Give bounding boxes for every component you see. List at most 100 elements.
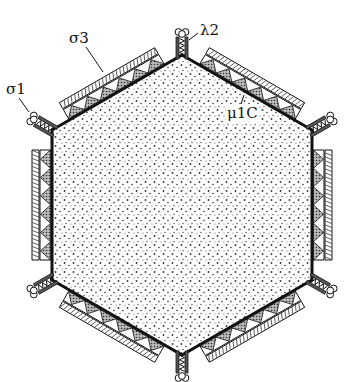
mu1c-triangle <box>69 106 85 119</box>
vertex-spike <box>175 351 189 381</box>
edge-panel <box>59 48 164 119</box>
mu1c-triangle <box>314 223 324 241</box>
sigma3-layer <box>206 301 305 362</box>
hatch <box>326 177 332 180</box>
sigma3-layer <box>59 301 158 362</box>
hatch <box>288 309 290 315</box>
mu1c-triangle <box>132 69 148 82</box>
leader-line <box>241 95 244 104</box>
hatch <box>33 219 39 222</box>
mu1c-triangle <box>116 78 132 91</box>
hatch <box>326 237 332 240</box>
hatch <box>122 339 127 343</box>
vertex-spike <box>27 112 59 137</box>
mu1c-triangle <box>100 310 116 323</box>
hatch <box>257 79 262 83</box>
mu1c-triangle <box>41 168 51 186</box>
sigma3-layer <box>325 150 332 260</box>
sigma1-knob <box>179 31 186 38</box>
hatch <box>285 95 290 99</box>
hatch <box>260 325 262 331</box>
hatch <box>326 233 332 236</box>
hatch <box>33 235 39 238</box>
capsid-shell <box>27 29 337 382</box>
hatch <box>33 191 39 194</box>
hatch <box>264 83 269 87</box>
hatch <box>137 58 139 64</box>
lambda2-wall <box>176 37 179 59</box>
hatch <box>254 77 259 81</box>
hatch <box>33 247 39 250</box>
hatch <box>253 329 255 335</box>
mu1c-triangle <box>248 310 264 323</box>
hatch <box>250 331 252 337</box>
hatch <box>236 67 241 71</box>
hatch <box>78 92 80 98</box>
mu1c-layer <box>63 55 164 120</box>
hatch <box>130 62 132 68</box>
sigma1-knob <box>30 116 37 123</box>
hatch <box>92 84 94 90</box>
hatch <box>274 89 279 93</box>
lambda2-wall <box>185 37 188 59</box>
hatch <box>246 333 248 339</box>
hatch <box>98 325 103 329</box>
hatch <box>209 51 214 55</box>
sigma1-knob <box>327 287 334 294</box>
hatch <box>326 165 332 168</box>
mu1c-triangle <box>314 168 324 186</box>
hatch <box>74 311 79 315</box>
hatch <box>326 209 332 212</box>
edge-panel <box>313 150 332 260</box>
leader-line <box>86 47 103 72</box>
hatch <box>33 171 39 174</box>
hatch <box>267 321 269 327</box>
part-label: σ3 <box>68 29 90 47</box>
part-label: λ2 <box>199 21 220 39</box>
hatch <box>229 63 234 67</box>
mu1c-triangle <box>41 223 51 241</box>
hatch <box>295 101 300 105</box>
mu1c-triangle <box>314 205 324 223</box>
hatch <box>81 90 83 96</box>
hatch <box>116 335 121 339</box>
hatch <box>257 327 259 333</box>
hatch <box>33 231 39 234</box>
hatch <box>281 313 283 319</box>
mu1c-triangle <box>200 60 216 73</box>
hatch <box>233 65 238 69</box>
hatch <box>326 241 332 244</box>
hatch <box>326 221 332 224</box>
mu1c-triangle <box>280 106 296 119</box>
hatch <box>236 339 238 345</box>
hatch <box>33 155 39 158</box>
core <box>52 55 312 355</box>
hatch <box>123 66 125 72</box>
mu1c-triangle <box>41 242 51 260</box>
hatch <box>222 347 224 353</box>
hatch <box>126 341 131 345</box>
hatch <box>70 309 75 313</box>
hatch <box>326 193 332 196</box>
sigma1-knob <box>179 373 186 380</box>
hatch <box>67 307 72 311</box>
coil <box>39 278 56 290</box>
mu1c-triangle <box>200 337 216 350</box>
hatch <box>278 91 283 95</box>
hatch <box>147 353 152 357</box>
hatch <box>278 315 280 321</box>
hatch <box>60 303 65 307</box>
hatch <box>33 239 39 242</box>
hatch <box>112 333 117 337</box>
hatch <box>33 211 39 214</box>
hatch <box>219 57 224 61</box>
hatch <box>239 337 241 343</box>
hatch <box>284 311 286 317</box>
mu1c-triangle <box>314 242 324 260</box>
hatch <box>33 215 39 218</box>
hatch <box>250 75 255 79</box>
hatch <box>326 185 332 188</box>
hatch <box>326 169 332 172</box>
hatch <box>33 151 39 154</box>
